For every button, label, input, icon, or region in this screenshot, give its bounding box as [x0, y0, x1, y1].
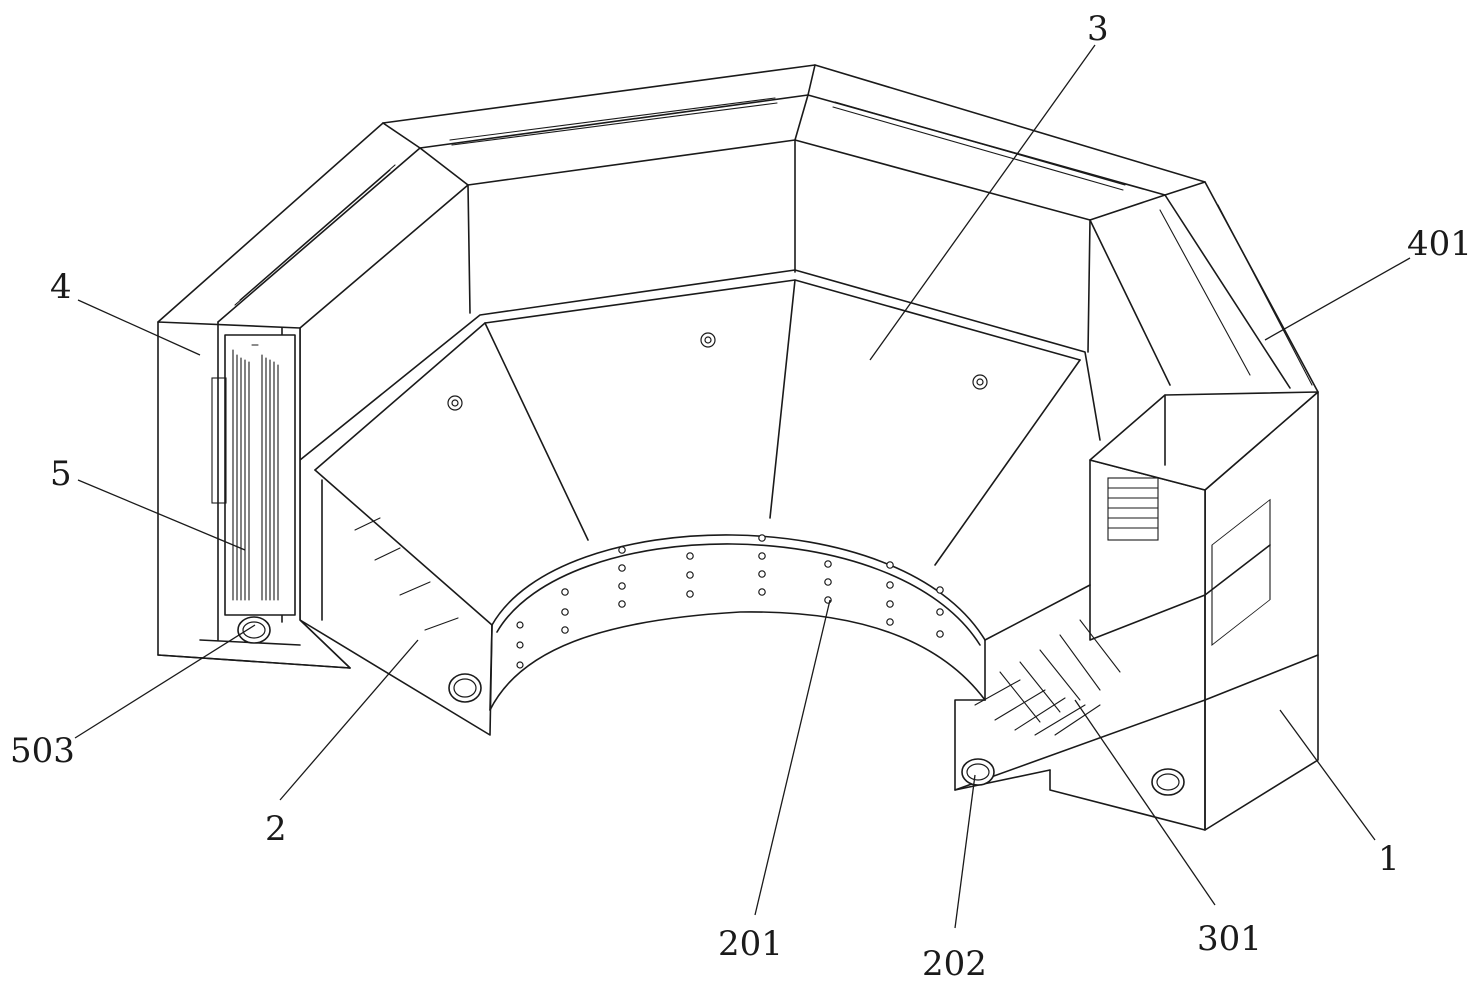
label-1: 1	[1378, 839, 1400, 879]
slats	[974, 619, 1121, 736]
label-503: 503	[10, 731, 75, 771]
bolt-hole-core	[704, 336, 712, 344]
bolt-hole-core	[976, 378, 984, 386]
labels: 3 401 4 5 503 2 201 202 301 1	[10, 9, 1472, 984]
right-trough	[954, 584, 1206, 791]
label-2: 2	[265, 809, 287, 849]
label-201: 201	[718, 924, 783, 964]
inner-wall	[299, 139, 1101, 621]
leader-lines	[74, 44, 1411, 929]
top-rim	[157, 64, 1319, 393]
label-5: 5	[50, 454, 72, 494]
label-301: 301	[1197, 919, 1262, 959]
bolt-hole-core	[451, 399, 459, 407]
label-4: 4	[50, 267, 72, 307]
perforation-holes	[516, 534, 944, 669]
label-3: 3	[1087, 9, 1109, 49]
perforated-arc-plate	[489, 534, 986, 711]
label-202: 202	[922, 944, 987, 984]
bottom-panel-3	[314, 279, 1081, 626]
filter-stack	[211, 334, 296, 644]
left-trough	[299, 479, 493, 736]
label-401: 401	[1407, 224, 1472, 264]
right-top-box	[1089, 391, 1319, 641]
